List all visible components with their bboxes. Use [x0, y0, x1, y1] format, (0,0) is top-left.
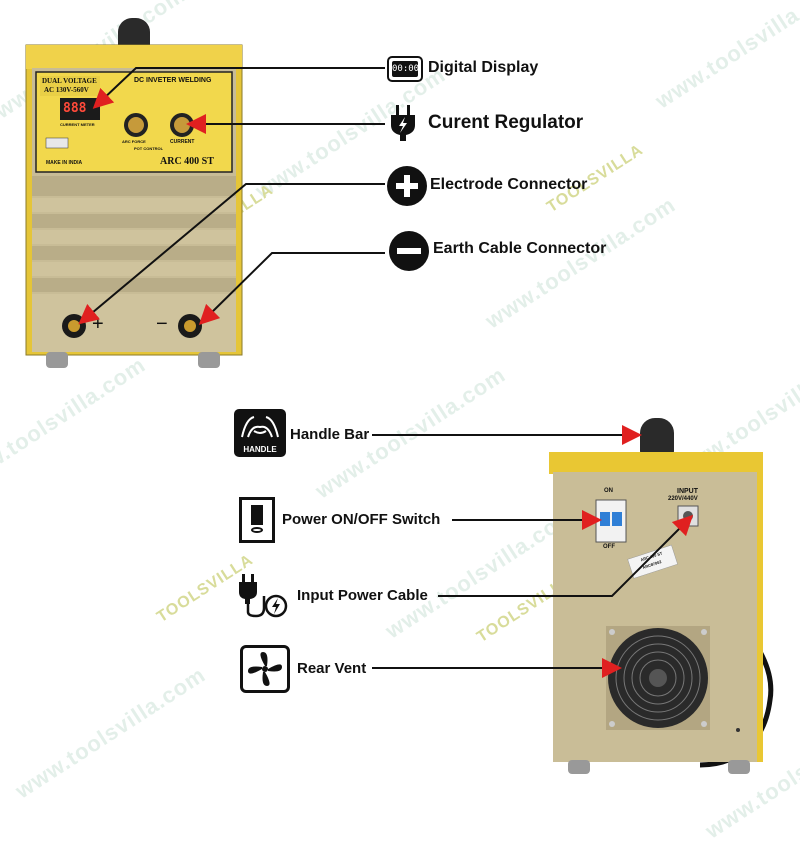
voltage-label: DUAL VOLTAGE [42, 77, 97, 85]
current-meter-display: 888 [63, 101, 87, 116]
panel-title: DC INVETER WELDING [134, 77, 212, 84]
arc-force-label: ARC FORCE [122, 139, 146, 144]
handle-bar-label: Handle Bar [290, 426, 370, 443]
handle-icon-text: HANDLE [243, 445, 277, 454]
fan-icon [240, 645, 290, 693]
current-knob-label: CURRENT [170, 139, 195, 145]
rear-vent-label: Rear Vent [297, 660, 367, 677]
minus-circle-icon [389, 231, 429, 271]
power-switch-label: Power ON/OFF Switch [282, 511, 441, 528]
input-voltage: 220V/440V [668, 496, 698, 502]
plug-bolt-icon [388, 103, 418, 143]
rear-machine-illustration [549, 418, 774, 774]
plus-circle-icon [387, 166, 427, 206]
minus-terminal-sign: − [156, 313, 168, 335]
input-power-cable-label: Input Power Cable [297, 587, 428, 604]
digital-display-icon: 00:00 [387, 56, 423, 82]
switch-off-label: OFF [603, 544, 615, 550]
handle-icon: HANDLE [234, 409, 286, 457]
digital-display-icon-text: 00:00 [392, 61, 419, 77]
input-title: INPUT [677, 488, 698, 495]
current-regulator-label: Curent Regulator [428, 112, 584, 133]
model-label: ARC 400 ST [160, 156, 214, 167]
callout-lines [78, 67, 694, 678]
meter-label: CURRENT METER [60, 122, 95, 127]
voltage-range: AC 130V-560V [44, 86, 89, 94]
pot-control-label: POT CONTROL [134, 146, 164, 151]
power-cable-icon [238, 572, 290, 618]
digital-display-label: Digital Display [428, 59, 539, 76]
power-switch-icon [239, 497, 275, 543]
switch-on-label: ON [604, 488, 613, 494]
earth-cable-connector-label: Earth Cable Connector [433, 240, 607, 257]
origin-label: MAKE IN INDIA [46, 160, 83, 166]
electrode-connector-label: Electrode Connector [430, 176, 588, 193]
